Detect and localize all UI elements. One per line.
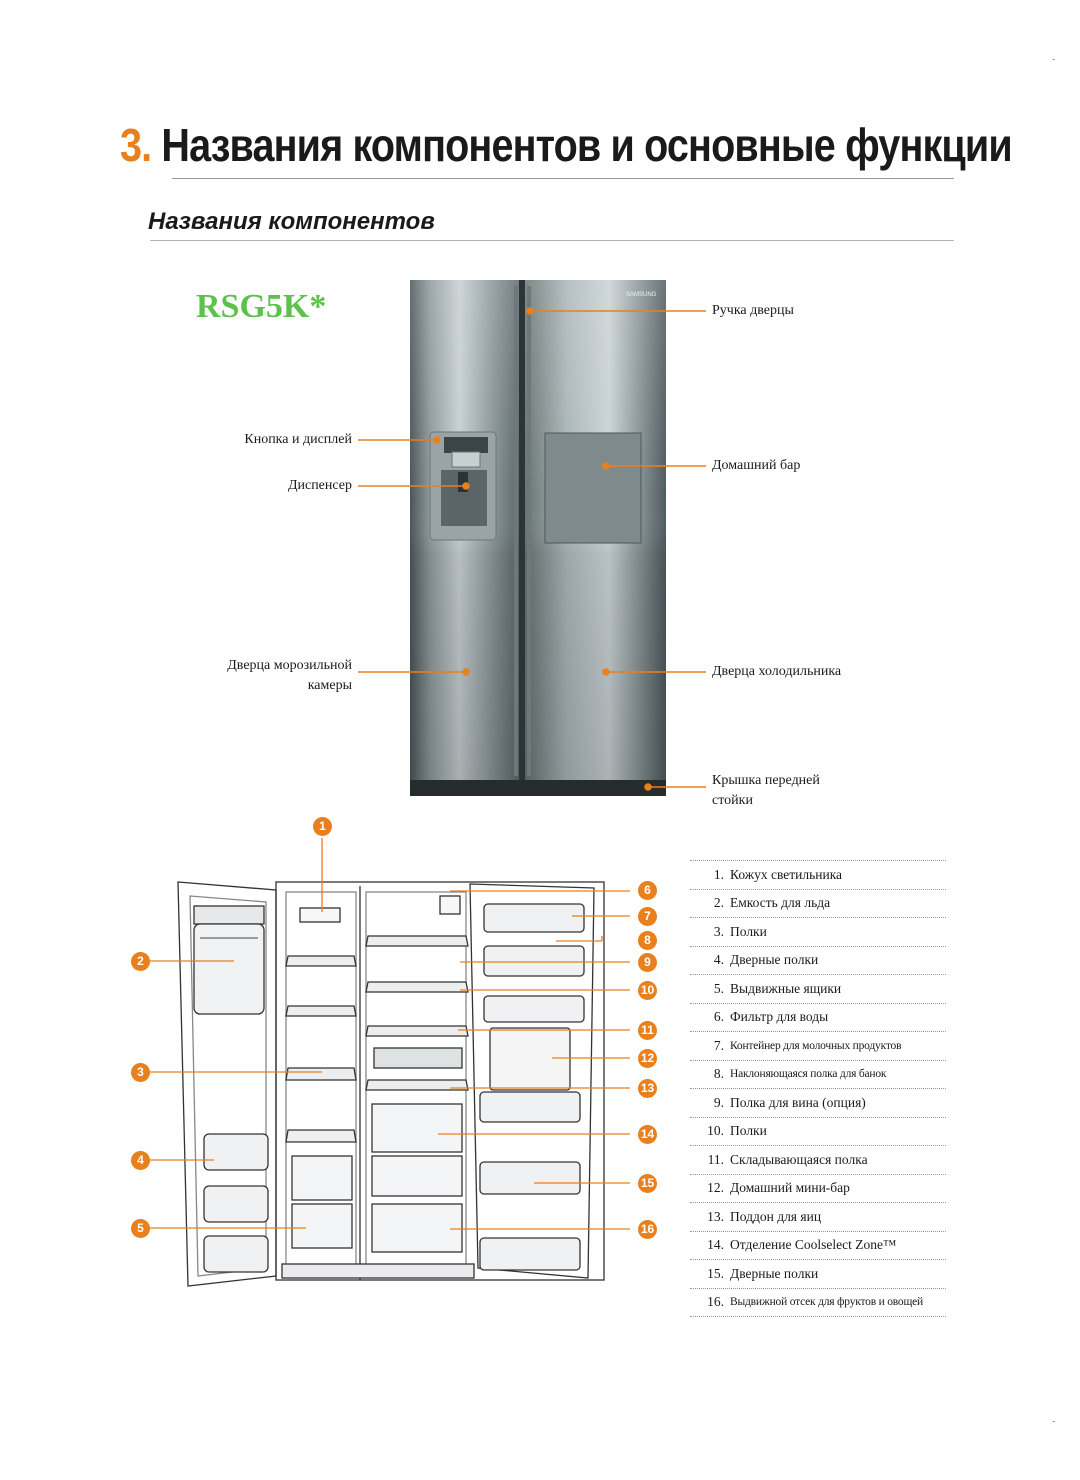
legend-num: 10. xyxy=(707,1123,724,1139)
legend-label: Выдвижной отсек для фруктов и овощей xyxy=(730,1296,924,1309)
door-bin-left-2 xyxy=(203,1185,269,1223)
badge-3: 3 xyxy=(131,1063,150,1082)
legend-num: 15. xyxy=(707,1265,724,1281)
legend-num: 9. xyxy=(713,1094,724,1110)
callout-home-bar: Домашний бар xyxy=(712,458,801,473)
legend-num: 4. xyxy=(713,952,724,968)
corner-mark-top: - xyxy=(1052,54,1056,65)
legend-num: 13. xyxy=(707,1208,724,1224)
corner-mark-bottom: - xyxy=(1052,1416,1056,1427)
component-legend: 1. Кожух светильника 2. Емкость для льда 3… xyxy=(690,860,946,1317)
legend-label: Домашний мини-бар xyxy=(730,1180,850,1196)
legend-label: Фильтр для воды xyxy=(730,1009,829,1025)
legend-item-5: 5. Выдвижные ящики xyxy=(690,975,946,1004)
subsection-divider xyxy=(150,240,954,241)
svg-text:SAMSUNG: SAMSUNG xyxy=(626,292,657,298)
title-divider xyxy=(172,178,954,179)
legend-label: Поддон для яиц xyxy=(730,1208,822,1224)
cabinet-outline xyxy=(275,881,605,1281)
callout-front-cover-line2: стойки xyxy=(712,793,753,808)
badge-8: 8 xyxy=(638,931,657,950)
legend-item-9: 9. Полка для вина (опция) xyxy=(690,1089,946,1118)
callout-button-display: Кнопка и дисплей xyxy=(244,432,352,447)
model-code: RSG5K* xyxy=(196,288,327,325)
legend-num: 7. xyxy=(713,1037,724,1053)
badge-1: 1 xyxy=(313,817,332,836)
legend-label: Полки xyxy=(730,923,767,939)
badge-10: 10 xyxy=(638,981,657,1000)
badge-7: 7 xyxy=(638,907,657,926)
legend-label: Кожух светильника xyxy=(730,866,843,882)
door-bin-left-1 xyxy=(203,1133,269,1171)
section-number: 3. xyxy=(120,119,152,171)
legend-item-14: 14. Отделение Coolselect Zone™ xyxy=(690,1232,946,1260)
page-title: 3. Названия компонентов и основные функц… xyxy=(120,118,1013,172)
legend-item-13: 13. Поддон для яиц xyxy=(690,1203,946,1232)
legend-item-3: 3. Полки xyxy=(690,918,946,947)
legend-label: Выдвижные ящики xyxy=(730,980,842,996)
badge-2: 2 xyxy=(131,952,150,971)
badge-11: 11 xyxy=(638,1021,657,1040)
callout-fridge-door: Дверца холодильника xyxy=(712,664,842,679)
legend-label: Отделение Coolselect Zone™ xyxy=(730,1237,897,1253)
callout-freezer-door-line2: камеры xyxy=(307,678,352,693)
callout-front-cover-line1: Крышка передней xyxy=(712,773,820,788)
badge-12: 12 xyxy=(638,1049,657,1068)
legend-item-7: 7. Контейнер для молочных продуктов xyxy=(690,1032,946,1061)
legend-item-1: 1. Кожух светильника xyxy=(690,860,946,890)
badge-9: 9 xyxy=(638,953,657,972)
badge-16: 16 xyxy=(638,1220,657,1239)
legend-label: Дверные полки xyxy=(730,1265,819,1281)
legend-item-15: 15. Дверные полки xyxy=(690,1260,946,1289)
legend-num: 1. xyxy=(713,866,724,882)
legend-label: Емкость для льда xyxy=(730,895,831,911)
legend-num: 14. xyxy=(707,1237,724,1253)
legend-label: Дверные полки xyxy=(730,952,819,968)
callout-freezer-door-line1: Дверца морозильной xyxy=(227,658,352,673)
legend-label: Полки xyxy=(730,1123,767,1139)
legend-item-2: 2. Емкость для льда xyxy=(690,890,946,918)
legend-num: 5. xyxy=(713,980,724,996)
legend-item-8: 8. Наклоняющаяся полка для банок xyxy=(690,1061,946,1089)
legend-num: 6. xyxy=(713,1009,724,1025)
legend-num: 12. xyxy=(707,1180,724,1196)
legend-item-11: 11. Складывающаяся полка xyxy=(690,1146,946,1175)
legend-label: Складывающаяся полка xyxy=(730,1151,868,1167)
legend-item-16: 16. Выдвижной отсек для фруктов и овощей xyxy=(690,1289,946,1317)
callout-front-cover: Крышка передней стойки xyxy=(712,771,820,811)
fridge-door-outline xyxy=(469,883,595,1279)
callout-door-handle: Ручка дверцы xyxy=(712,303,794,318)
legend-num: 2. xyxy=(713,895,724,911)
callout-dispenser: Диспенсер xyxy=(287,478,352,493)
legend-num: 3. xyxy=(713,923,724,939)
legend-item-6: 6. Фильтр для воды xyxy=(690,1004,946,1032)
door-bin-left-3 xyxy=(203,1235,269,1273)
legend-num: 8. xyxy=(713,1066,724,1082)
badge-6: 6 xyxy=(638,881,657,900)
badge-13: 13 xyxy=(638,1079,657,1098)
home-bar-door xyxy=(544,432,642,544)
legend-item-12: 12. Домашний мини-бар xyxy=(690,1175,946,1203)
badge-15: 15 xyxy=(638,1174,657,1193)
legend-item-4: 4. Дверные полки xyxy=(690,947,946,975)
legend-label: Полка для вина (опция) xyxy=(730,1094,866,1110)
subsection-title: Названия компонентов xyxy=(148,208,435,235)
legend-item-10: 10. Полки xyxy=(690,1118,946,1146)
legend-label: Контейнер для молочных продуктов xyxy=(730,1039,902,1052)
legend-label: Наклоняющаяся полка для банок xyxy=(730,1068,887,1081)
legend-num: 11. xyxy=(707,1151,724,1167)
callout-freezer-door: Дверца морозильной камеры xyxy=(190,656,352,696)
badge-4: 4 xyxy=(131,1151,150,1170)
legend-num: 16. xyxy=(707,1294,724,1310)
ice-bucket xyxy=(193,923,265,1015)
section-title-text: Названия компонентов и основные функции xyxy=(161,119,1012,171)
badge-14: 14 xyxy=(638,1125,657,1144)
badge-5: 5 xyxy=(131,1219,150,1238)
